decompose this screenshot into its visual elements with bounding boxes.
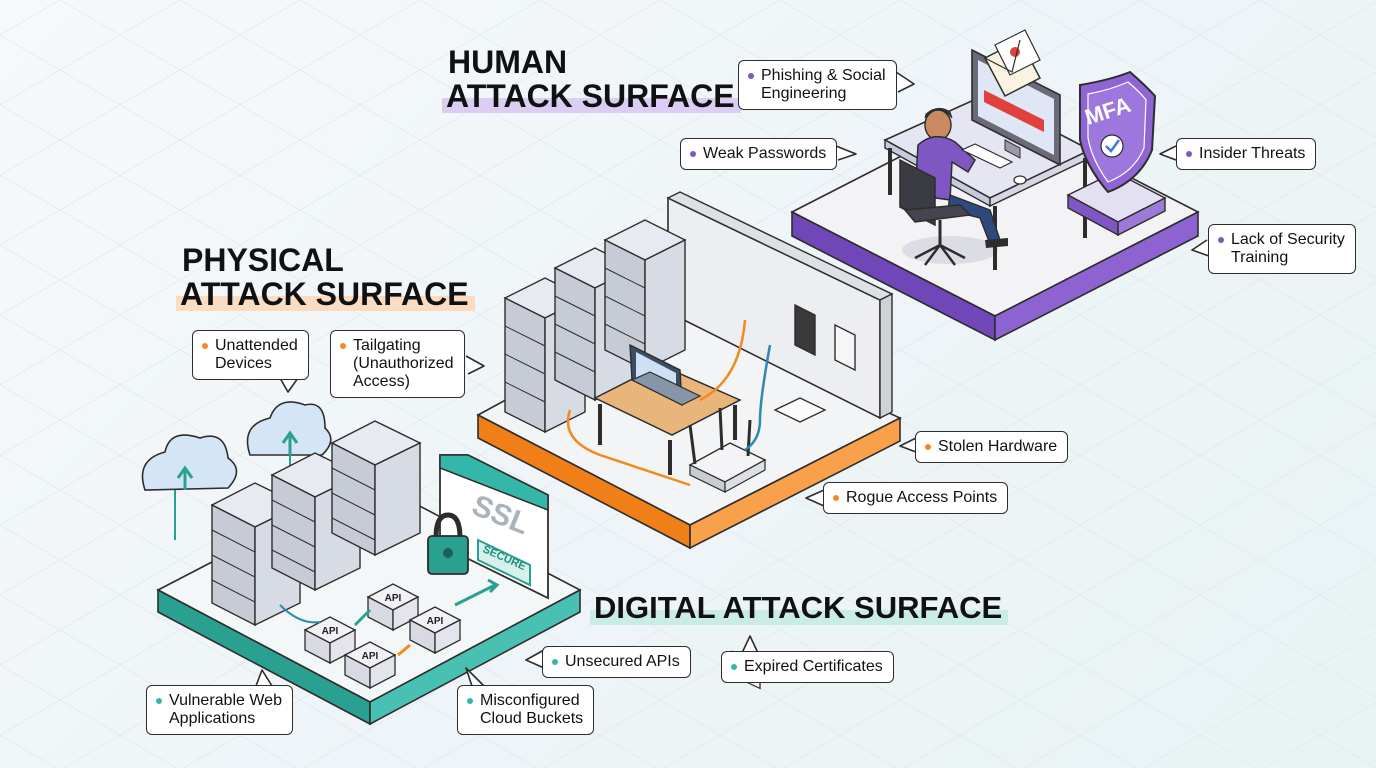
bullet-dot [156, 698, 162, 704]
heading-line: ATTACK SURFACE [442, 79, 741, 114]
bullet-dot [690, 151, 696, 157]
callout-phishing-social-engineering: Phishing & Social Engineering [738, 60, 897, 110]
callout-insider-threats: Insider Threats [1176, 138, 1317, 170]
heading-line: DIGITAL ATTACK SURFACE [590, 591, 1009, 625]
physical-attack-surface-heading: PHYSICAL ATTACK SURFACE [176, 242, 475, 312]
callout-rogue-access-points: Rogue Access Points [823, 482, 1009, 514]
callout-text: Lack of Security [1231, 231, 1345, 248]
callout-weak-passwords: Weak Passwords [680, 138, 838, 170]
callout-text: Insider Threats [1199, 145, 1306, 162]
callout-text: Tailgating [353, 337, 421, 354]
office-chair-icon [899, 158, 972, 266]
callout-text: Devices [215, 355, 272, 372]
callout-unattended-devices: Unattended Devices [192, 330, 309, 380]
cloud-icon-right [246, 401, 332, 456]
mfa-shield-icon: MFA [1066, 70, 1167, 237]
api-box: API [408, 606, 462, 655]
callout-text: Misconfigured [480, 692, 580, 709]
heading-line: ATTACK SURFACE [176, 277, 475, 312]
bullet-dot [1218, 237, 1224, 243]
bullet-dot [748, 73, 754, 79]
callout-text: Engineering [761, 85, 847, 102]
callout-text: Weak Passwords [703, 145, 827, 162]
bullet-dot [340, 343, 346, 349]
callout-text: Unattended [215, 337, 298, 354]
callout-text: Stolen Hardware [938, 438, 1058, 455]
api-label: API [362, 651, 379, 662]
callout-text: Applications [169, 710, 256, 727]
bullet-dot [202, 343, 208, 349]
callout-text: Expired Certificates [744, 658, 883, 675]
human-attack-surface-heading: HUMAN ATTACK SURFACE [442, 44, 741, 114]
callout-vulnerable-web-applications: Vulnerable Web Applications [146, 685, 293, 735]
card-reader-icon [834, 323, 856, 372]
api-boxes: API API API API [279, 578, 500, 690]
heading-line: HUMAN [448, 44, 568, 80]
server-rack-group-digital [210, 420, 422, 627]
phishing-envelope-icon [983, 29, 1042, 98]
callout-text: Phishing & Social [761, 67, 886, 84]
cable-orange-2 [699, 319, 747, 402]
bullet-dot [731, 664, 737, 670]
bullet-dot [925, 444, 931, 450]
monitor-icon [971, 48, 1061, 167]
callout-pointers [255, 71, 1210, 687]
callout-text: Cloud Buckets [480, 710, 584, 727]
api-box: API [343, 641, 397, 690]
api-box: API [303, 616, 357, 665]
callout-tailgating: Tailgating (Unauthorized Access) [330, 330, 465, 398]
digital-attack-surface-heading: DIGITAL ATTACK SURFACE [590, 591, 1009, 625]
keyboard-icon [960, 143, 1014, 169]
ssl-certificate-window: SSL SECURE [439, 454, 549, 600]
bullet-dot [552, 659, 558, 665]
api-label: API [322, 626, 339, 637]
heading-line: PHYSICAL [182, 242, 344, 278]
callout-text: Rogue Access Points [846, 489, 998, 506]
callout-text: (Unauthorized [353, 355, 454, 372]
callout-expired-certificates: Expired Certificates [721, 651, 894, 683]
api-label: API [427, 616, 444, 627]
cable-blue [744, 344, 772, 452]
callout-text: Access) [353, 373, 410, 390]
callout-text: Training [1231, 249, 1289, 266]
keypad-icon [794, 303, 816, 357]
bullet-dot [833, 495, 839, 501]
hard-drive-icon [773, 397, 827, 423]
callout-text: Unsecured APIs [565, 653, 680, 670]
callout-lack-of-security-training: Lack of Security Training [1208, 224, 1356, 274]
bullet-dot [1186, 151, 1192, 157]
callout-stolen-hardware: Stolen Hardware [915, 431, 1069, 463]
bullet-dot [467, 698, 473, 704]
api-label: API [385, 593, 402, 604]
callout-misconfigured-cloud-buckets: Misconfigured Cloud Buckets [457, 685, 595, 735]
padlock-icon [427, 512, 469, 575]
cloud-icon-left [141, 434, 238, 491]
callout-text: Vulnerable Web [169, 692, 282, 709]
router-icon [688, 407, 767, 494]
cable-orange [566, 409, 691, 487]
laptop-table-icon [593, 343, 742, 475]
server-rack-group-physical [503, 219, 687, 434]
mouse-icon [1013, 175, 1027, 185]
callout-unsecured-apis: Unsecured APIs [542, 646, 691, 678]
